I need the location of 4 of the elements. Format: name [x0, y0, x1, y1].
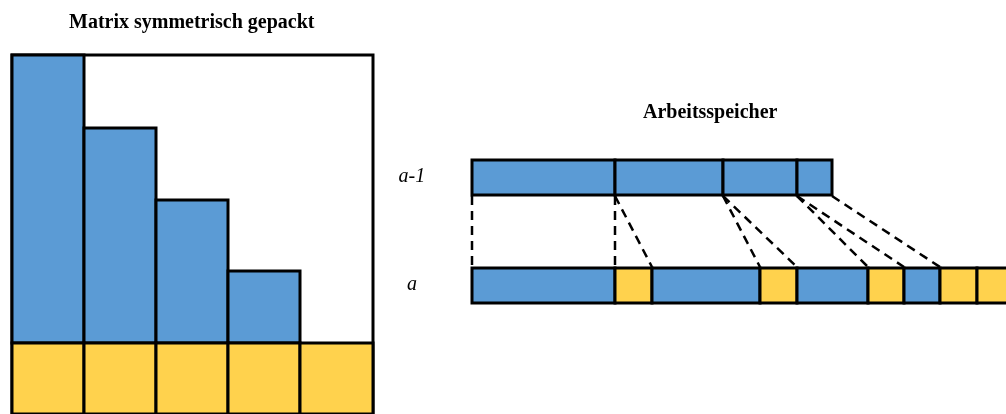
heading: Matrix symmetrisch gepackt: [69, 10, 315, 33]
row-label: a-1: [398, 164, 426, 187]
heading: Arbeitsspeicher: [643, 100, 778, 123]
row-label: a: [407, 272, 417, 295]
